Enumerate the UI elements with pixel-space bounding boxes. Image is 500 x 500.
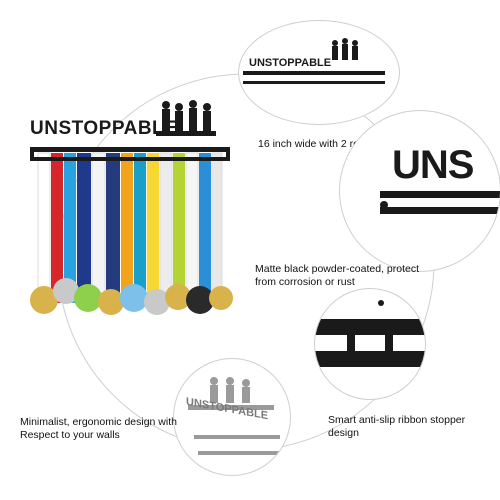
brand-lettering: UNSTOPPABLE xyxy=(30,118,178,139)
feature-caption-4: Minimalist, ergonomic design with Respec… xyxy=(20,416,177,441)
angled-hanger xyxy=(188,377,284,455)
detail-circle-wall: UNSTOPPABLE xyxy=(173,358,291,476)
detail-circle-corrosion: UNS xyxy=(339,110,500,272)
detail-rails xyxy=(380,191,500,214)
feature-caption-2: Matte black powder-coated, protect from … xyxy=(255,263,420,288)
feature-caption-3: Smart anti-slip ribbon stopper design xyxy=(328,414,466,439)
detail-lettering: UNS xyxy=(392,143,474,187)
stopper-detail xyxy=(315,300,425,367)
ribbons xyxy=(37,152,223,304)
feature-caption-1: 16 inch wide with 2 rows xyxy=(258,138,372,150)
medals xyxy=(30,278,233,315)
detail-circle-top: UNSTOPPABLE xyxy=(238,20,400,125)
mini-hanger xyxy=(243,38,385,84)
hanger-rails xyxy=(30,147,230,161)
mini-brand-lettering: UNSTOPPABLE xyxy=(249,57,332,69)
detail-circle-stopper xyxy=(314,288,426,400)
runners-silhouette xyxy=(156,100,216,136)
product-photo xyxy=(30,100,233,315)
